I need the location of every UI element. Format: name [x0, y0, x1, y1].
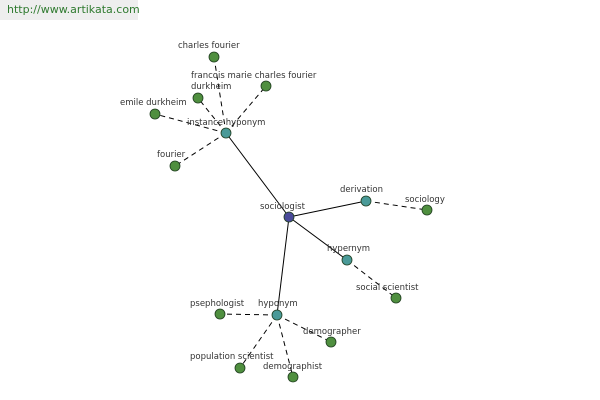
node-label-hypernym[interactable]: hypernym [327, 244, 370, 254]
node-emile-durkheim[interactable] [149, 108, 161, 120]
node-derivation[interactable] [360, 195, 372, 207]
edge-hypernym-to-social-scientist [346, 259, 397, 299]
node-label-fourier[interactable]: fourier [157, 150, 186, 160]
node-demographist[interactable] [287, 371, 299, 383]
edge-derivation-to-sociology [365, 200, 428, 211]
edge-hyponym-to-demographer [276, 314, 332, 343]
edge-sociologist-to-hyponym [276, 216, 290, 316]
node-label-instance-hyponym[interactable]: instance hyponym [187, 118, 265, 128]
edge-sociologist-to-instance-hyponym [225, 132, 290, 218]
edge-sociologist-to-hypernym [288, 216, 348, 261]
node-label-charles-fourier[interactable]: charles fourier [178, 41, 240, 51]
node-label-demographist[interactable]: demographist [263, 362, 323, 372]
node-social-scientist[interactable] [390, 292, 402, 304]
node-label-psephologist[interactable]: psephologist [190, 299, 245, 309]
node-layer [149, 51, 433, 383]
edge-sociologist-to-derivation [288, 200, 367, 218]
node-durkheim[interactable] [192, 92, 204, 104]
node-label-emile-durkheim[interactable]: emile durkheim [120, 98, 187, 108]
edge-hyponym-to-population-scientist [239, 314, 278, 369]
node-population-scientist[interactable] [234, 362, 246, 374]
node-instance-hyponym[interactable] [220, 127, 232, 139]
node-label-francois-marie-charles-fourier[interactable]: francois marie charles fourier [191, 71, 317, 81]
node-label-hyponym[interactable]: hyponym [258, 299, 298, 309]
edge-instance-hyponym-to-durkheim [197, 97, 227, 134]
node-psephologist[interactable] [214, 308, 226, 320]
node-fourier[interactable] [169, 160, 181, 172]
node-demographer[interactable] [325, 336, 337, 348]
edge-instance-hyponym-to-emile-durkheim [154, 113, 227, 134]
edge-instance-hyponym-to-francois-marie-charles-fourier [225, 85, 267, 134]
node-francois-marie-charles-fourier[interactable] [260, 80, 272, 92]
node-label-derivation[interactable]: derivation [340, 185, 383, 195]
edge-layer [154, 56, 428, 378]
node-label-social-scientist[interactable]: social scientist [356, 283, 419, 293]
site-url-banner[interactable]: http://www.artikata.com [0, 0, 140, 20]
node-label-durkheim[interactable]: durkheim [191, 82, 231, 92]
edge-hyponym-to-demographist [276, 314, 294, 378]
node-label-sociologist[interactable]: sociologist [260, 202, 306, 212]
edge-instance-hyponym-to-fourier [174, 132, 227, 167]
node-label-demographer[interactable]: demographer [303, 327, 361, 337]
node-hypernym[interactable] [341, 254, 353, 266]
edge-hyponym-to-psephologist [219, 313, 278, 316]
edge-instance-hyponym-to-charles-fourier [213, 56, 227, 134]
node-sociologist[interactable] [283, 211, 295, 223]
node-charles-fourier[interactable] [208, 51, 220, 63]
label-layer: sociologist instance hyponym derivation hyp… [120, 41, 445, 372]
node-hyponym[interactable] [271, 309, 283, 321]
node-label-sociology[interactable]: sociology [405, 195, 445, 205]
node-label-population-scientist[interactable]: population scientist [190, 352, 274, 362]
node-sociology[interactable] [421, 204, 433, 216]
